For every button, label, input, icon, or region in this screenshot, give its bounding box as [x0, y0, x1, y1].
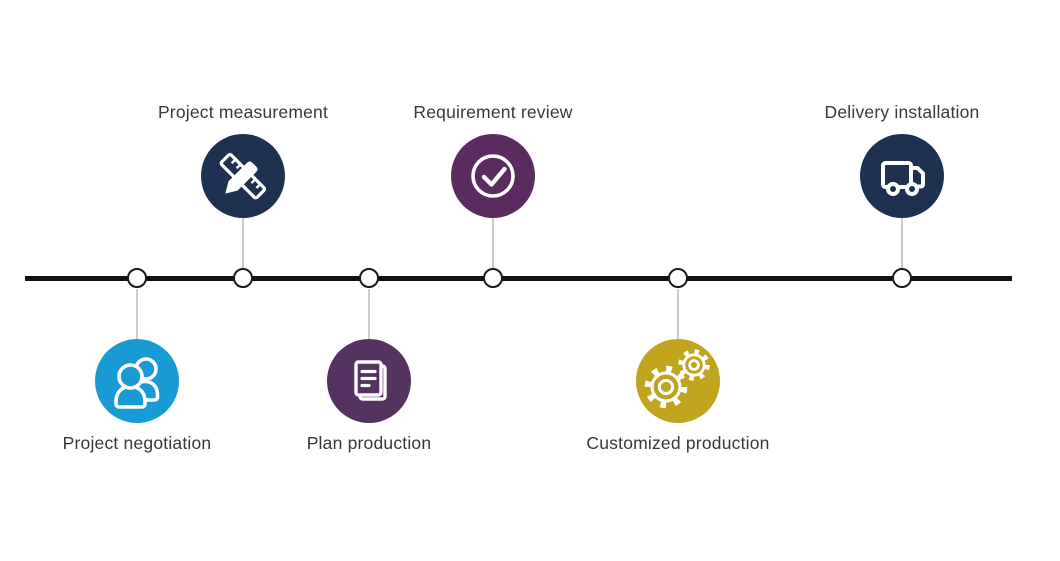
- timeline-line: [25, 276, 1012, 281]
- step-label: Delivery installation: [824, 102, 980, 122]
- timeline-node: [892, 268, 912, 288]
- connector-line: [677, 289, 679, 341]
- people-icon: [95, 339, 179, 423]
- connector-line: [368, 289, 370, 341]
- step-label: Project negotiation: [62, 433, 212, 453]
- timeline-node: [359, 268, 379, 288]
- ruler-pencil-icon: [201, 134, 285, 218]
- connector-line: [242, 217, 244, 269]
- step-label: Plan production: [306, 433, 432, 453]
- check-circle-icon: [451, 134, 535, 218]
- connector-line: [901, 217, 903, 269]
- gears-icon: [636, 339, 720, 423]
- timeline-node: [127, 268, 147, 288]
- connector-line: [492, 217, 494, 269]
- truck-icon: [860, 134, 944, 218]
- document-icon: [327, 339, 411, 423]
- timeline-node: [483, 268, 503, 288]
- step-label: Customized production: [586, 433, 770, 453]
- timeline-node: [668, 268, 688, 288]
- timeline-node: [233, 268, 253, 288]
- connector-line: [136, 289, 138, 341]
- step-label: Requirement review: [413, 102, 573, 122]
- step-label: Project measurement: [157, 102, 329, 122]
